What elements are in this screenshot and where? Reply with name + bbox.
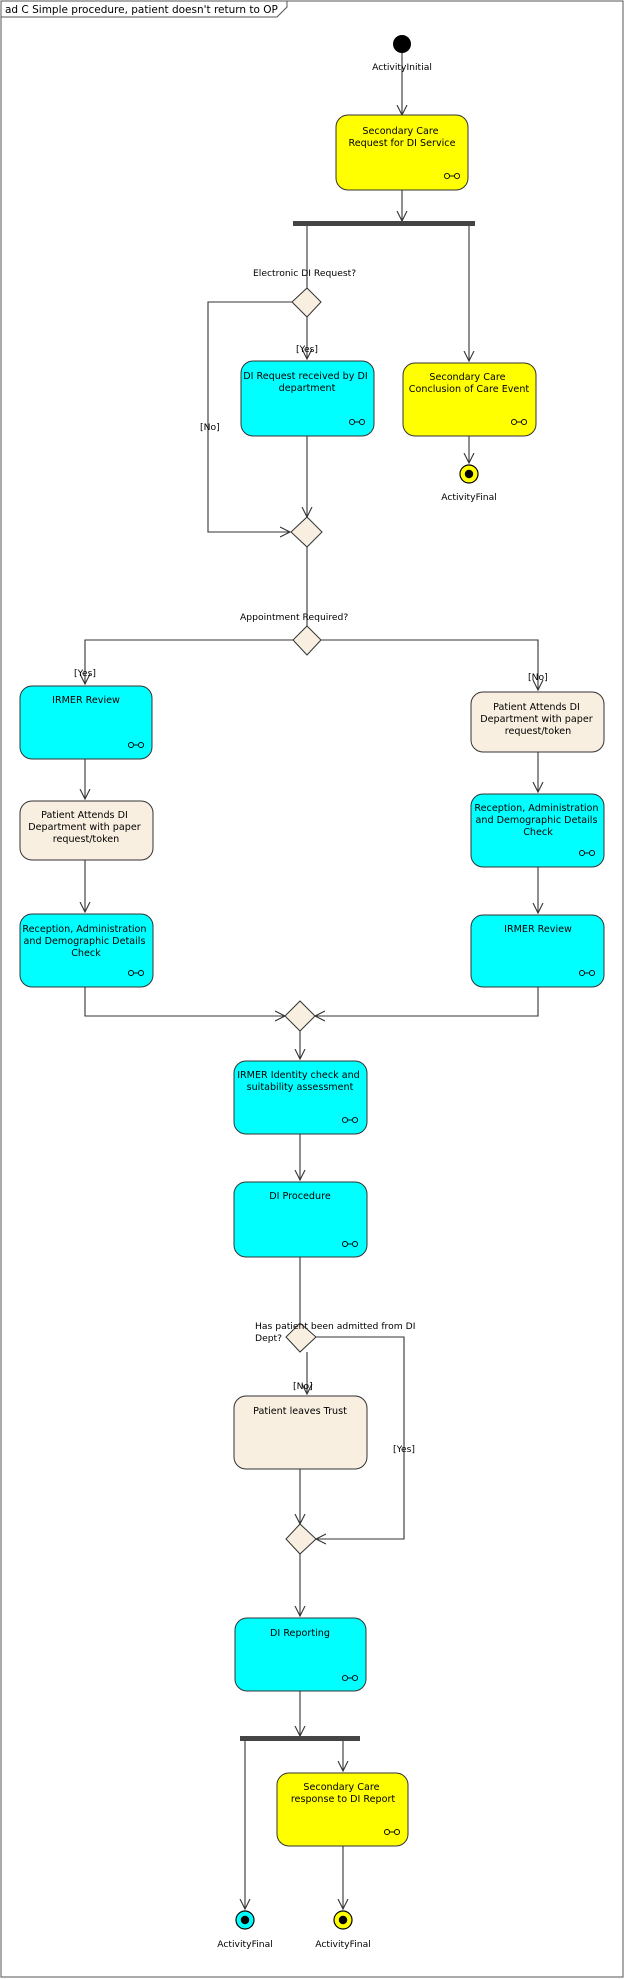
action-right-patient-attends: Patient Attends DI Department with paper… [470,691,605,753]
action-label: IRMER Review [52,695,120,706]
action-left-irmer-review: IRMER Review [19,685,153,760]
decision-appointment-required [292,625,322,656]
guard-admitted-no: [No] [293,1381,313,1392]
action-label: DI Reporting [270,1628,330,1639]
action-secondary-care-response: Secondary Care response to DI Report [276,1772,409,1847]
frame-title: ad C Simple procedure, patient doesn't r… [5,4,278,16]
decision-patient-admitted [285,1322,317,1353]
fork-bar-bottom [240,1736,360,1741]
action-label: DI Request received by DI department [243,371,371,394]
initial-node-dot [393,35,411,53]
guard-electronic-yes: [Yes] [296,344,318,355]
guard-electronic-no: [No] [200,422,220,433]
decision-label-admitted: Has patient been admitted from DI Dept? [255,1321,418,1344]
final-node-label: ActivityFinal [441,492,497,503]
action-label: DI Procedure [269,1191,331,1202]
merge-electronic-request [290,516,323,548]
decision-label-electronic: Electronic DI Request? [253,268,356,279]
final-node-label: ActivityFinal [217,1939,273,1950]
action-label: IRMER Review [504,924,572,935]
decision-electronic-request [291,287,322,318]
action-label: Reception, Administration and Demographi… [22,924,149,959]
initial-node: ActivityInitial [372,35,432,73]
action-irmer-identity-check: IRMER Identity check and suitability ass… [233,1060,368,1135]
action-di-reporting: DI Reporting [234,1617,367,1692]
action-left-reception-check: Reception, Administration and Demographi… [19,913,154,988]
action-right-irmer-review: IRMER Review [470,914,605,988]
action-label: Reception, Administration and Demographi… [474,803,601,838]
action-label: Patient Attends DI Department with paper… [480,702,595,737]
action-label: Secondary Care Conclusion of Care Event [409,372,530,395]
initial-node-label: ActivityInitial [372,62,432,73]
action-secondary-care-conclusion: Secondary Care Conclusion of Care Event [402,362,537,437]
guard-appointment-yes: [Yes] [74,668,96,679]
action-label: Secondary Care Request for DI Service [349,126,456,149]
final-node-conclusion: ActivityFinal [441,464,497,503]
action-right-reception-check: Reception, Administration and Demographi… [470,793,605,868]
action-label: Patient Attends DI Department with paper… [28,810,143,845]
guard-appointment-no: [No] [528,672,548,683]
fork-bar-top [293,221,475,226]
action-di-request-received: DI Request received by DI department [240,360,375,437]
edges [85,53,538,1909]
action-label: IRMER Identity check and suitability ass… [237,1070,363,1093]
final-node-label: ActivityFinal [315,1939,371,1950]
guard-admitted-yes: [Yes] [393,1444,415,1455]
action-patient-leaves-trust: Patient leaves Trust [233,1395,368,1470]
action-di-procedure: DI Procedure [233,1181,368,1258]
merge-patient-admitted [285,1523,317,1555]
action-label: Secondary Care response to DI Report [291,1782,396,1805]
action-label: Patient leaves Trust [253,1406,347,1417]
final-node-bottom-left: ActivityFinal [217,1910,273,1950]
action-secondary-care-request: Secondary Care Request for DI Service [335,114,469,191]
final-node-bottom-right: ActivityFinal [315,1910,371,1950]
action-left-patient-attends: Patient Attends DI Department with paper… [19,800,154,861]
decision-label-appointment: Appointment Required? [240,612,348,623]
merge-after-reviews [284,1000,316,1032]
